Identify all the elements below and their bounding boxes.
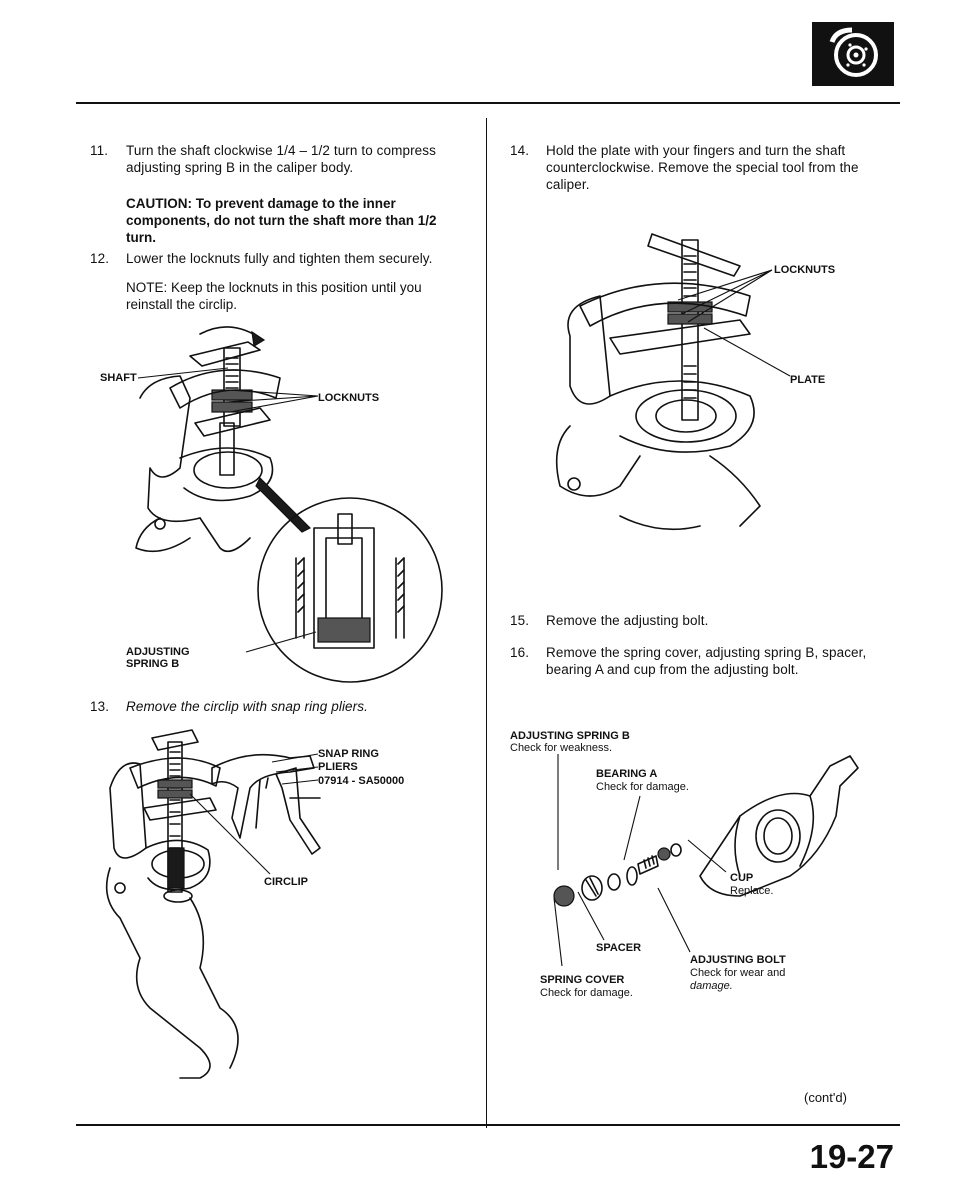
label-adjusting-spring-b-2: SPRING B	[126, 658, 180, 670]
caution-note: CAUTION: To prevent damage to the inner …	[126, 196, 437, 245]
header-rule	[76, 102, 900, 104]
note-adj-bolt-2: damage.	[690, 980, 733, 992]
label-plate: PLATE	[790, 374, 826, 386]
label-cup: CUP	[730, 872, 754, 884]
note-spring-cover: Check for damage.	[540, 987, 633, 999]
leader-circlip	[189, 793, 271, 875]
label-circlip: CIRCLIP	[264, 876, 308, 888]
leaders-exploded-view	[553, 754, 727, 967]
step-number: 13.	[90, 699, 110, 714]
label-bearing-a: BEARING A	[596, 768, 658, 780]
footer-rule	[76, 1124, 900, 1126]
label-spring-cover: SPRING COVER	[540, 974, 625, 986]
fig-circlip-illustration	[105, 729, 321, 1079]
note-12: NOTE: Keep the locknuts in this position…	[126, 280, 422, 312]
brake-disc-icon	[829, 27, 878, 77]
label-shaft: SHAFT	[100, 372, 137, 384]
step-number: 11.	[90, 143, 109, 158]
label-locknuts-right: LOCKNUTS	[774, 264, 836, 276]
note-cup: Replace.	[730, 885, 774, 897]
step-text: Lower the locknuts fully and tighten the…	[126, 251, 433, 266]
leader-shaft	[137, 367, 229, 379]
step-number: 14.	[510, 143, 530, 158]
fig-locknuts-illustration	[135, 326, 443, 683]
label-adjusting-spring-b-1: ADJUSTING	[126, 646, 190, 658]
column-divider	[486, 118, 487, 1128]
contd-label: (cont'd)	[804, 1090, 847, 1105]
step-text: Remove the adjusting bolt.	[546, 613, 709, 628]
leader-plate	[703, 327, 791, 377]
label-adj-bolt: ADJUSTING BOLT	[690, 954, 786, 966]
label-tool-number: 07914 - SA50000	[318, 775, 405, 787]
step-number: 12.	[90, 251, 110, 266]
leader-snap-ring	[271, 753, 319, 785]
label-spacer: SPACER	[596, 942, 642, 954]
note-adj-spring-b: Check for weakness.	[510, 742, 613, 754]
label-pliers: PLIERS	[318, 761, 358, 773]
label-locknuts: LOCKNUTS	[318, 392, 380, 404]
leader-adjusting-spring	[245, 631, 317, 653]
note-bearing-a: Check for damage.	[596, 781, 689, 793]
leader-locknuts-right	[677, 269, 773, 323]
step-text: Remove the spring cover, adjusting sprin…	[546, 645, 867, 677]
fig-exploded-view	[553, 755, 859, 907]
section-icon	[812, 22, 894, 86]
page-number: 19-27	[809, 1138, 894, 1175]
label-adj-spring-b: ADJUSTING SPRING B	[510, 730, 630, 742]
step-number: 15.	[510, 613, 530, 628]
leader-locknuts	[225, 389, 319, 413]
step-text: Hold the plate with your fingers and tur…	[546, 143, 859, 192]
step-text: Turn the shaft clockwise 1/4 – 1/2 turn …	[126, 143, 436, 175]
fig-plate-illustration	[555, 233, 761, 531]
step-text: Remove the circlip with snap ring pliers…	[126, 699, 368, 714]
note-adj-bolt-1: Check for wear and	[690, 967, 786, 979]
step-number: 16.	[510, 645, 530, 660]
label-snap-ring: SNAP RING	[318, 748, 379, 760]
